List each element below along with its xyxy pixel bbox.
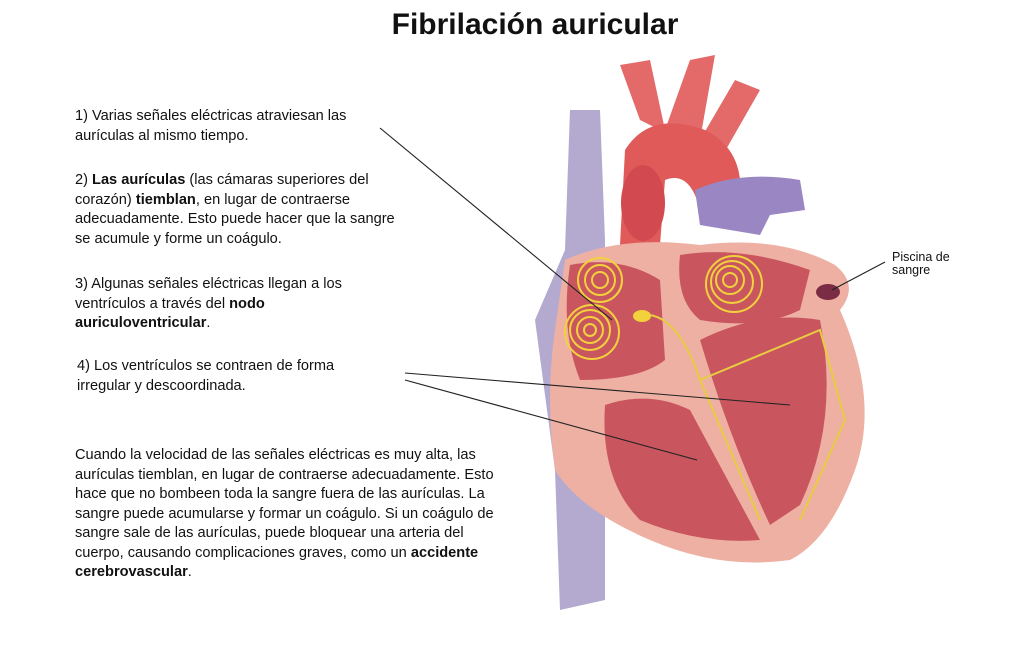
summary-text: Cuando la velocidad de las señales eléct… — [75, 446, 495, 583]
text-segment: . — [187, 564, 192, 580]
diagram-title: Fibrilación auricular — [391, 8, 679, 41]
text-segment: (las cámaras superiores del corazón) — [75, 172, 369, 208]
text-segment: 4) Los ventrículos se contraen de forma … — [77, 358, 335, 394]
pulmonary-artery — [695, 176, 805, 235]
bold-term: accidente cerebrovascular — [75, 544, 479, 581]
left-ventricle — [700, 317, 827, 525]
text-segment: . — [206, 315, 211, 331]
step-4-text: 4) Los ventrículos se contraen de forma … — [77, 357, 377, 396]
left-atrium — [679, 252, 810, 324]
right-ventricle — [604, 398, 760, 541]
text-segment: Cuando la velocidad de las señales eléct… — [75, 447, 494, 561]
step-1-text: 1) Varias señales eléctricas atraviesan … — [75, 107, 395, 146]
bold-term: Las aurículas — [92, 172, 186, 188]
text-segment: 1) Varias señales eléctricas atraviesan … — [75, 108, 347, 144]
text-segment: 2) — [75, 172, 93, 188]
text-segment: 3) Algunas señales eléctricas llegan a l… — [75, 276, 342, 312]
leader-lines — [379, 127, 886, 461]
conduction-pathway — [649, 314, 847, 521]
text-segment: , en lugar de contraerse adecuadamente. … — [75, 191, 395, 247]
aorta-opening — [621, 165, 665, 241]
electrical-signal-circles — [564, 255, 763, 360]
bold-term: nodo auriculoventricular — [75, 295, 265, 332]
step-2-text: 2) Las aurículas (las cámaras superiores… — [75, 171, 405, 249]
step-3-text: 3) Algunas señales eléctricas llegan a l… — [75, 275, 395, 334]
blood-pool-label: Piscina de sangre — [892, 250, 950, 277]
blood-pool — [816, 284, 840, 300]
bold-term: tiemblan — [135, 191, 196, 208]
av-node — [633, 310, 651, 322]
aortic-branches — [620, 55, 760, 160]
